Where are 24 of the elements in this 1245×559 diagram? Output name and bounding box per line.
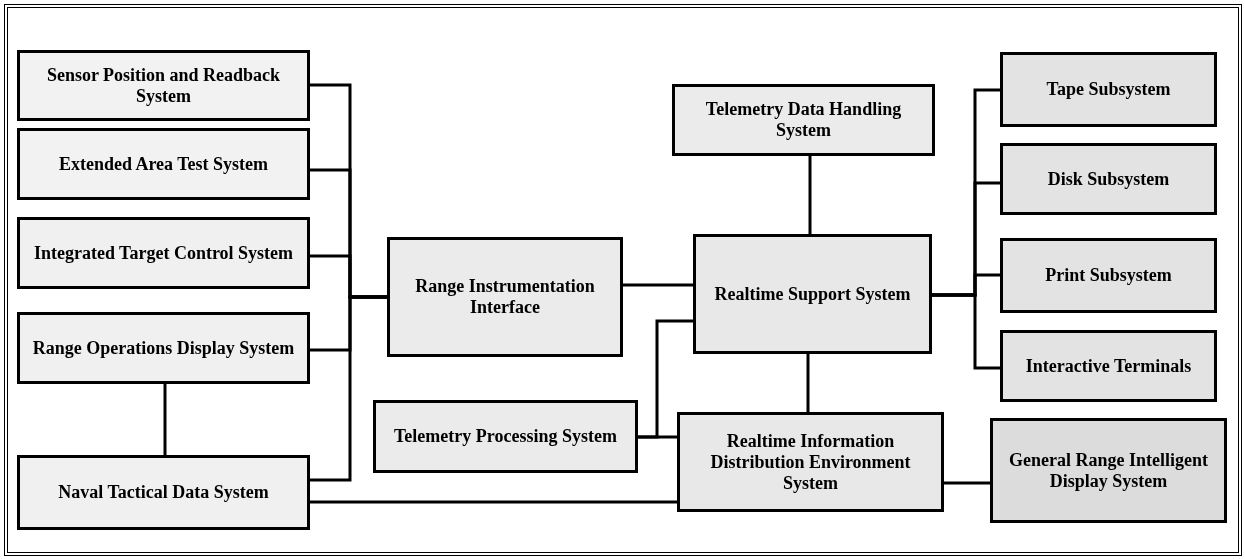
system-box: Extended Area Test System	[17, 128, 310, 200]
connector-line	[163, 384, 167, 455]
system-box: Sensor Position and Readback System	[17, 50, 310, 121]
system-box: Range Operations Display System	[17, 312, 310, 384]
connector-line	[310, 295, 387, 482]
system-box: General Range Intelligent Display System	[990, 418, 1227, 523]
system-box: Telemetry Processing System	[373, 400, 638, 473]
system-box: Telemetry Data Handling System	[672, 84, 935, 156]
connector-line	[808, 156, 812, 234]
system-box: Integrated Target Control System	[17, 217, 310, 289]
system-box: Disk Subsystem	[1000, 143, 1217, 215]
connector-line	[310, 500, 677, 504]
system-box: Range Instrumentation Interface	[387, 237, 623, 357]
system-box: Realtime Information Distribution Environment System	[677, 412, 944, 512]
connector-line	[638, 319, 693, 439]
system-box: Tape Subsystem	[1000, 52, 1217, 127]
connector-line	[623, 283, 693, 287]
system-box: Realtime Support System	[693, 234, 932, 354]
system-box: Interactive Terminals	[1000, 330, 1217, 402]
connector-line	[944, 481, 990, 485]
connector-line	[932, 293, 1000, 370]
system-box: Naval Tactical Data System	[17, 455, 310, 530]
connector-line	[806, 354, 810, 412]
system-box: Print Subsystem	[1000, 238, 1217, 313]
